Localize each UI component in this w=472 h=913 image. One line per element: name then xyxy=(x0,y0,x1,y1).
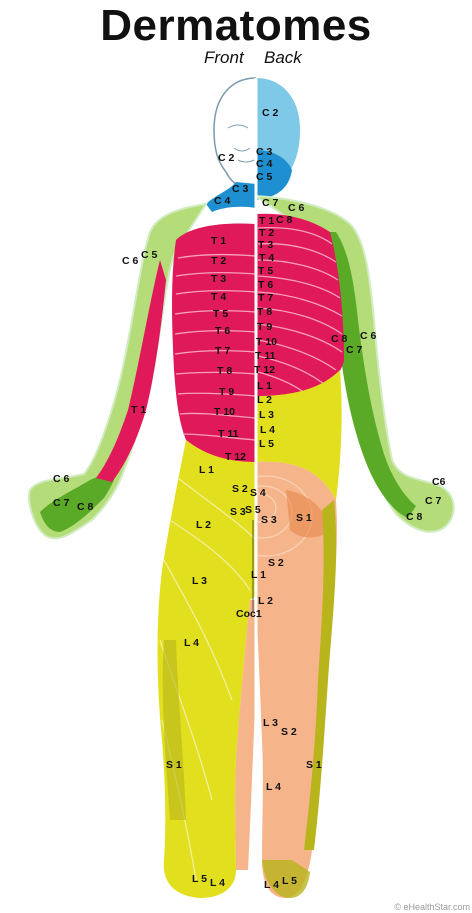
dermatome-label-t12-front: T 12 xyxy=(225,452,246,463)
dermatome-label-l3-back-calf: L 3 xyxy=(263,718,278,729)
dermatome-label-c4-front: C 4 xyxy=(214,196,230,207)
dermatome-label-c3-back: C 3 xyxy=(256,147,272,158)
credit-text: © eHealthStar.com xyxy=(394,902,470,912)
dermatome-label-l1-back: L 1 xyxy=(257,381,272,392)
dermatome-label-c7-right-hand: C 7 xyxy=(425,496,441,507)
front-view-label: Front xyxy=(204,48,244,68)
dermatome-label-c6-back-shoulder: C 6 xyxy=(288,203,304,214)
dermatome-label-l4-back-calf: L 4 xyxy=(266,782,281,793)
dermatome-label-t4-front: T 4 xyxy=(211,292,226,303)
dermatome-label-c6-right-hand: C6 xyxy=(432,477,445,488)
dermatome-label-l5-back-foot: L 5 xyxy=(282,876,297,887)
dermatome-label-l2-front: L 2 xyxy=(196,520,211,531)
page-title: Dermatomes xyxy=(0,0,472,52)
dermatome-label-t1-front: T 1 xyxy=(211,236,226,247)
dermatome-label-t12-back: T 12 xyxy=(254,365,275,376)
dermatome-label-s2-back-thigh: S 2 xyxy=(268,558,284,569)
dermatome-label-t8-front: T 8 xyxy=(217,366,232,377)
dermatome-label-c6-front-arm: C 6 xyxy=(122,256,138,267)
dermatome-label-c5-back: C 5 xyxy=(256,172,272,183)
dermatome-label-t9-front: T 9 xyxy=(219,387,234,398)
dermatome-label-l3-back: L 3 xyxy=(259,410,274,421)
dermatome-label-t6-front: T 6 xyxy=(215,326,230,337)
dermatome-label-c7-back: C 7 xyxy=(262,198,278,209)
dermatome-label-l2-groin: L 2 xyxy=(258,596,273,607)
dermatome-label-s1-front-leg: S 1 xyxy=(166,760,182,771)
dermatome-label-c6-left-hand: C 6 xyxy=(53,474,69,485)
dermatome-label-s1-back-hip: S 1 xyxy=(296,513,312,524)
dermatome-label-t11-back: T 11 xyxy=(255,351,275,362)
dermatome-label-l3-front: L 3 xyxy=(192,576,207,587)
dermatome-label-l4-back-foot: L 4 xyxy=(264,880,279,891)
dermatome-label-c8-left-hand: C 8 xyxy=(77,502,93,513)
dermatome-label-l2-back: L 2 xyxy=(257,395,272,406)
dermatome-label-s2-center: S 2 xyxy=(232,484,248,495)
dermatome-label-l4-back: L 4 xyxy=(260,425,275,436)
dermatome-label-s3-back: S 3 xyxy=(261,515,277,526)
dermatome-label-t1-back: T 1 xyxy=(259,216,274,227)
dermatome-label-t4-back: T 4 xyxy=(259,253,274,264)
dermatome-label-t2-back: T 2 xyxy=(259,228,274,239)
front-head xyxy=(214,78,256,191)
dermatome-label-t7-back: T 7 xyxy=(258,293,273,304)
dermatome-label-t10-front: T 10 xyxy=(214,407,235,418)
dermatome-label-t1-left-arm: T 1 xyxy=(131,405,146,416)
dermatome-label-c2-front: C 2 xyxy=(218,153,234,164)
dermatome-label-c5-front: C 5 xyxy=(141,250,157,261)
dermatome-label-c2-back: C 2 xyxy=(262,108,278,119)
back-view-label: Back xyxy=(264,48,302,68)
dermatome-label-t5-back: T 5 xyxy=(258,266,273,277)
dermatome-label-coc1: Coc1 xyxy=(236,609,262,620)
dermatome-label-l1-front: L 1 xyxy=(199,465,214,476)
dermatome-label-c6-back-arm: C 6 xyxy=(360,331,376,342)
dermatome-label-t9-back: T 9 xyxy=(257,322,272,333)
dermatome-label-l5-front-foot: L 5 xyxy=(192,874,207,885)
dermatome-label-c7-back-arm: C 7 xyxy=(346,345,362,356)
dermatome-label-l4-front: L 4 xyxy=(184,638,199,649)
dermatome-label-t5-front: T 5 xyxy=(213,309,228,320)
dermatome-label-s3-center: S 3 xyxy=(230,507,246,518)
dermatome-label-c7-left-hand: C 7 xyxy=(53,498,69,509)
dermatome-label-s5-center: S 5 xyxy=(245,505,261,516)
dermatome-label-t11-front: T 11 xyxy=(218,429,238,440)
dermatome-label-c8-back: C 8 xyxy=(276,215,292,226)
dermatome-label-c3-front: C 3 xyxy=(232,184,248,195)
dermatome-label-s1-back-leg: S 1 xyxy=(306,760,322,771)
dermatome-label-l5-back: L 5 xyxy=(259,439,274,450)
dermatome-label-s2-back-calf: S 2 xyxy=(281,727,297,738)
dermatome-label-t3-back: T 3 xyxy=(258,240,273,251)
dermatome-label-t2-front: T 2 xyxy=(211,256,226,267)
dermatome-label-t3-front: T 3 xyxy=(211,274,226,285)
dermatome-label-s4-center: S 4 xyxy=(250,488,266,499)
dermatome-label-c4-back: C 4 xyxy=(256,159,272,170)
dermatome-label-t10-back: T 10 xyxy=(256,337,277,348)
dermatome-label-t8-back: T 8 xyxy=(257,307,272,318)
dermatome-label-c8-right-hand: C 8 xyxy=(406,512,422,523)
dermatome-label-l1-groin: L 1 xyxy=(251,570,266,581)
dermatome-label-t7-front: T 7 xyxy=(215,346,230,357)
dermatome-label-c8-back-arm: C 8 xyxy=(331,334,347,345)
dermatome-label-t6-back: T 6 xyxy=(258,280,273,291)
dermatome-label-l4-front-foot: L 4 xyxy=(210,878,225,889)
